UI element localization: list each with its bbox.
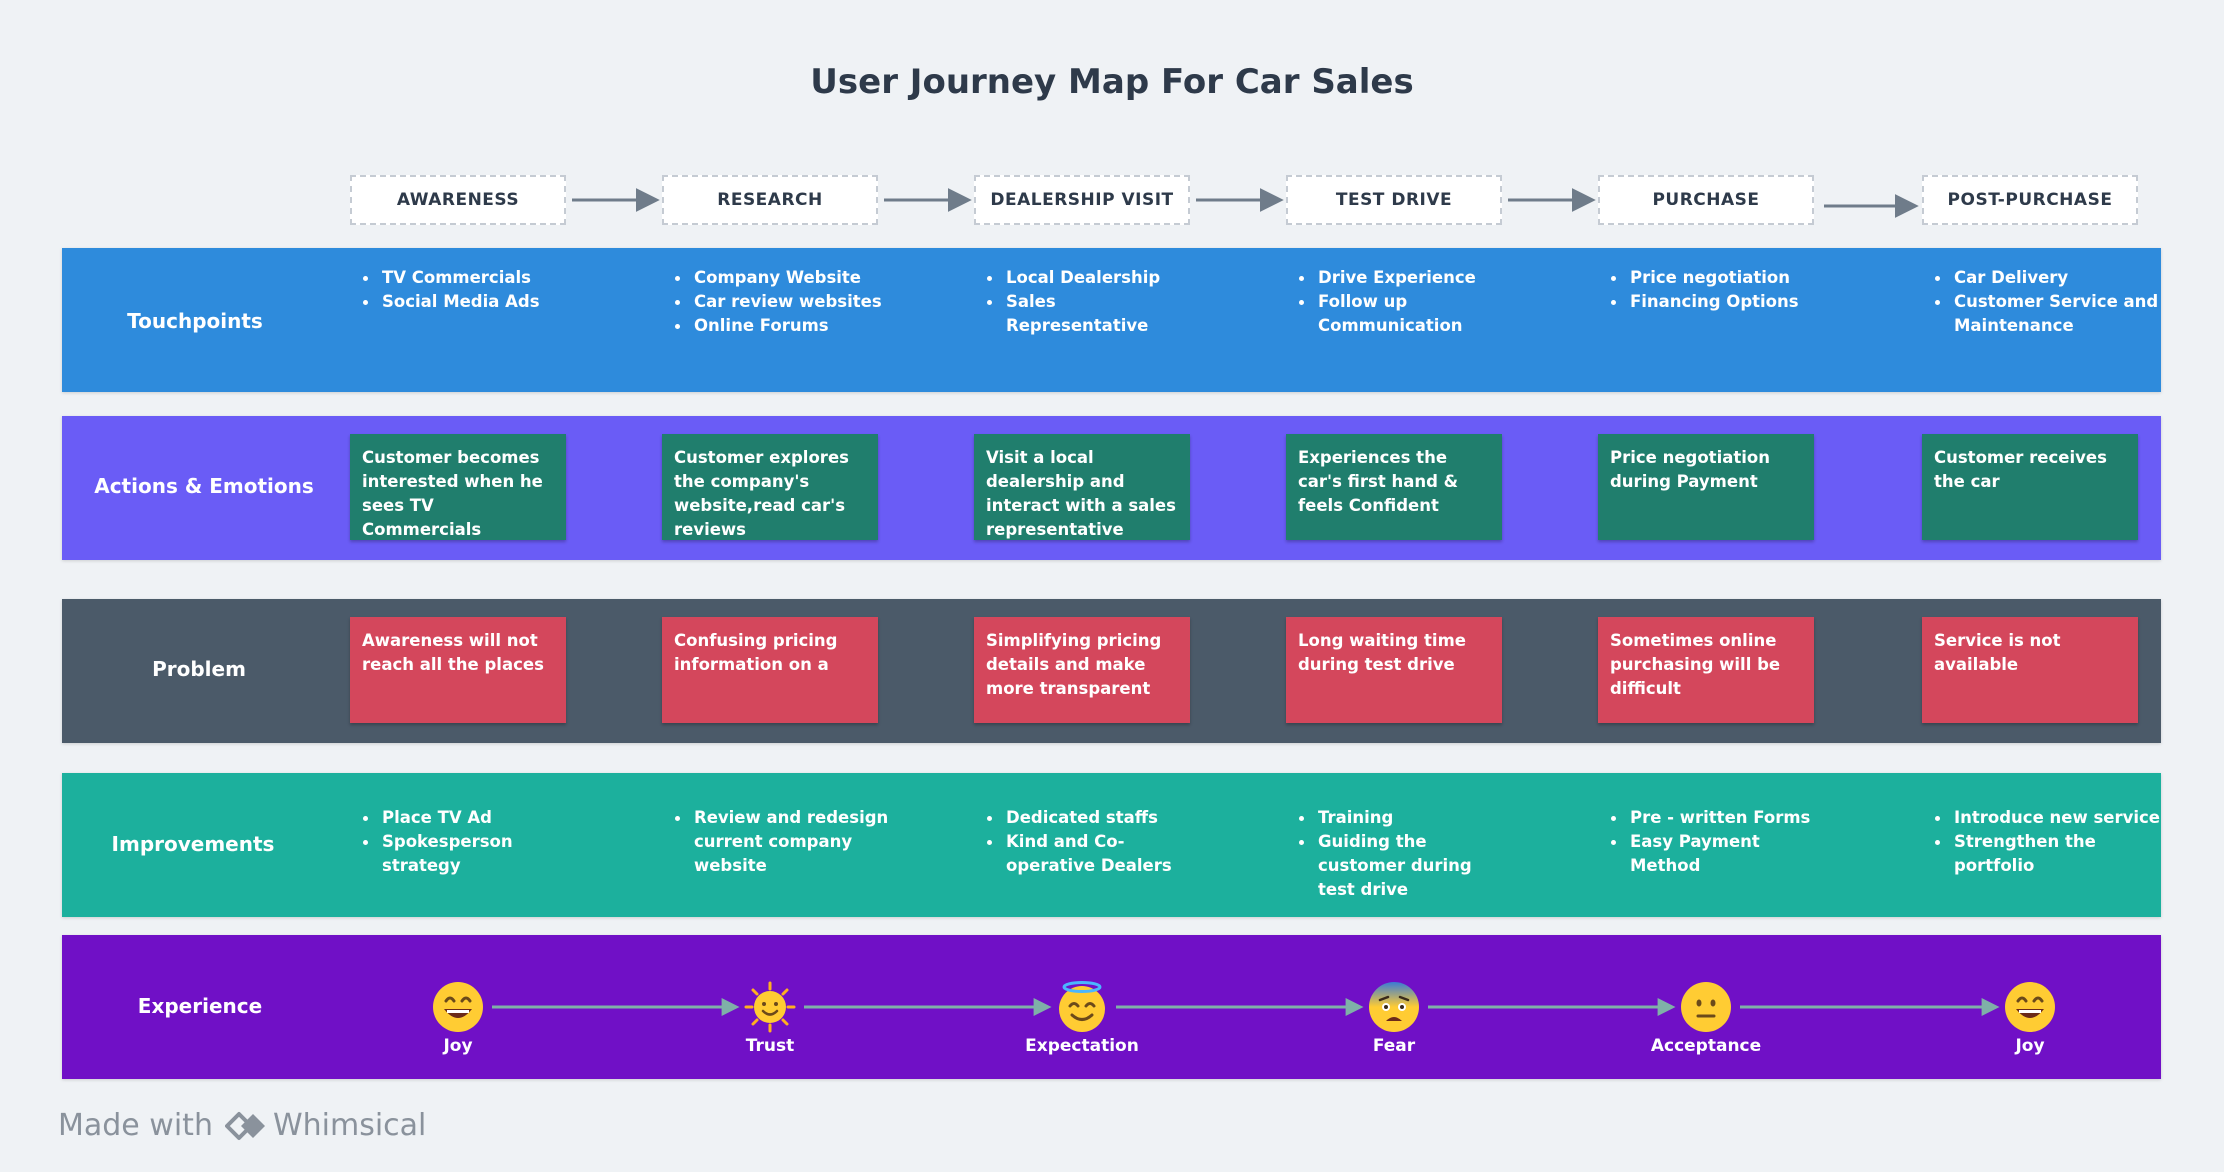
- improvements-list: Review and redesign current company webs…: [674, 806, 890, 878]
- touchpoints-list: Company Website Car review websites Onli…: [674, 266, 890, 338]
- list-item: Financing Options: [1611, 290, 1826, 314]
- list-item: Training: [1299, 806, 1514, 830]
- list-item: Price negotiation: [1611, 266, 1826, 290]
- list-item: Place TV Ad: [363, 806, 578, 830]
- improvements-list: Pre - written Forms Easy Payment Method: [1610, 806, 1830, 878]
- emotion-label: Trust: [745, 1036, 795, 1056]
- improvements-list: Dedicated staffs Kind and Co-operative D…: [986, 806, 1202, 878]
- emotion-label: Acceptance: [1650, 1036, 1762, 1056]
- list-item: Kind and Co-operative Dealers: [987, 830, 1202, 878]
- touchpoints-list: Price negotiation Financing Options: [1610, 266, 1826, 314]
- touchpoints-label: Touchpoints: [127, 309, 263, 333]
- problem-card: Service is not available: [1922, 617, 2138, 723]
- improvements-list: Place TV Ad Spokesperson strategy: [362, 806, 578, 878]
- list-item: Sales Representative: [987, 290, 1202, 338]
- list-item: Spokesperson strategy: [363, 830, 578, 878]
- emotion-label: Fear: [1372, 1036, 1416, 1056]
- stage-post-purchase[interactable]: POST-PURCHASE: [1922, 175, 2138, 225]
- action-card: Customer explores the company's website,…: [662, 434, 878, 540]
- stage-purchase[interactable]: PURCHASE: [1598, 175, 1814, 225]
- emotion-label: Joy: [2015, 1036, 2045, 1056]
- touchpoints-list: Drive Experience Follow up Communication: [1298, 266, 1498, 338]
- action-card: Experiences the car's first hand & feels…: [1286, 434, 1502, 540]
- problem-label: Problem: [152, 657, 246, 681]
- watermark-brand: Whimsical: [272, 1108, 427, 1143]
- emotion-label: Joy: [443, 1036, 473, 1056]
- action-card: Price negotiation during Payment: [1598, 434, 1814, 540]
- problem-card: Sometimes online purchasing will be diff…: [1598, 617, 1814, 723]
- touchpoints-list: TV Commercials Social Media Ads: [362, 266, 578, 314]
- list-item: Online Forums: [675, 314, 890, 338]
- list-item: Review and redesign current company webs…: [675, 806, 890, 878]
- touchpoints-band: [62, 248, 2161, 392]
- whimsical-watermark[interactable]: Made with Whimsical: [58, 1108, 426, 1143]
- list-item: Car Delivery: [1935, 266, 2160, 290]
- neutral-face-icon: [1681, 982, 1731, 1032]
- action-card: Visit a local dealership and interact wi…: [974, 434, 1190, 540]
- improvements-band: [62, 773, 2161, 917]
- experience-label: Experience: [137, 994, 263, 1018]
- problem-card: Long waiting time during test drive: [1286, 617, 1502, 723]
- list-item: Company Website: [675, 266, 890, 290]
- smiling-face-halo-icon: [1059, 981, 1105, 1032]
- sun-face-icon: [744, 981, 796, 1033]
- list-item: Social Media Ads: [363, 290, 578, 314]
- list-item: TV Commercials: [363, 266, 578, 290]
- improvements-list: Training Guiding the customer during tes…: [1298, 806, 1514, 902]
- stage-arrows: [572, 188, 1919, 218]
- actions-label: Actions & Emotions: [94, 474, 314, 498]
- watermark-prefix: Made with: [58, 1108, 213, 1143]
- stage-dealership-visit[interactable]: DEALERSHIP VISIT: [974, 175, 1190, 225]
- improvements-list: Introduce new service Strengthen the por…: [1934, 806, 2160, 878]
- page-title: User Journey Map For Car Sales: [810, 62, 1414, 102]
- list-item: Drive Experience: [1299, 266, 1498, 290]
- emotion-label: Expectation: [1025, 1036, 1139, 1056]
- list-item: Car review websites: [675, 290, 890, 314]
- grinning-face-icon: [2005, 982, 2055, 1032]
- list-item: Guiding the customer during test drive: [1299, 830, 1514, 902]
- list-item: Pre - written Forms: [1611, 806, 1830, 830]
- list-item: Easy Payment Method: [1611, 830, 1830, 878]
- list-item: Strengthen the portfolio: [1935, 830, 2160, 878]
- touchpoints-list: Local Dealership Sales Representative: [986, 266, 1202, 338]
- list-item: Dedicated staffs: [987, 806, 1202, 830]
- list-item: Follow up Communication: [1299, 290, 1498, 338]
- action-card: Customer becomes interested when he sees…: [350, 434, 566, 540]
- improvements-label: Improvements: [111, 832, 275, 856]
- touchpoints-list: Car Delivery Customer Service and Mainte…: [1934, 266, 2160, 338]
- stage-test-drive[interactable]: TEST DRIVE: [1286, 175, 1502, 225]
- list-item: Introduce new service: [1935, 806, 2160, 830]
- problem-card: Confusing pricing information on a: [662, 617, 878, 723]
- list-item: Local Dealership: [987, 266, 1202, 290]
- action-card: Customer receives the car: [1922, 434, 2138, 540]
- stage-research[interactable]: RESEARCH: [662, 175, 878, 225]
- grinning-face-icon: [433, 982, 483, 1032]
- list-item: Customer Service and Maintenance: [1935, 290, 2160, 338]
- fearful-face-icon: [1369, 982, 1419, 1032]
- whimsical-logo-icon: [224, 1111, 265, 1140]
- problem-card: Awareness will not reach all the places: [350, 617, 566, 723]
- problem-card: Simplifying pricing details and make mor…: [974, 617, 1190, 723]
- stage-awareness[interactable]: AWARENESS: [350, 175, 566, 225]
